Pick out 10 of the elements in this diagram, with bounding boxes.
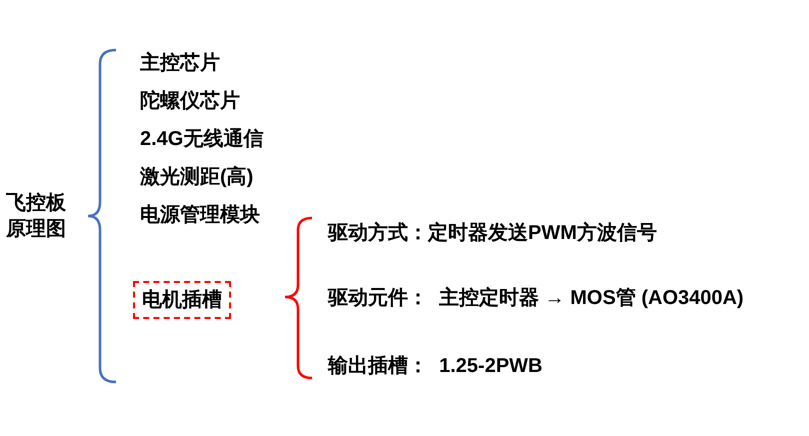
- list-item-text: 驱动方式：定时器发送PWM方波信号: [328, 218, 657, 248]
- list-item-text: 2.4G无线通信: [140, 124, 264, 154]
- title-text: 飞控板原理图: [6, 190, 72, 242]
- list-item-text: 主控芯片: [140, 48, 220, 78]
- highlighted-item: 电机插槽: [133, 281, 231, 319]
- list-item-text: 驱动元件： 主控定时器 → MOS管 (AO3400A): [328, 283, 744, 313]
- list-item-text: 电源管理模块: [140, 200, 260, 230]
- list-item-text: 激光测距(高): [140, 162, 254, 192]
- list-item-text: 陀螺仪芯片: [140, 86, 240, 116]
- list-item-text: 输出插槽： 1.25-2PWB: [328, 351, 542, 381]
